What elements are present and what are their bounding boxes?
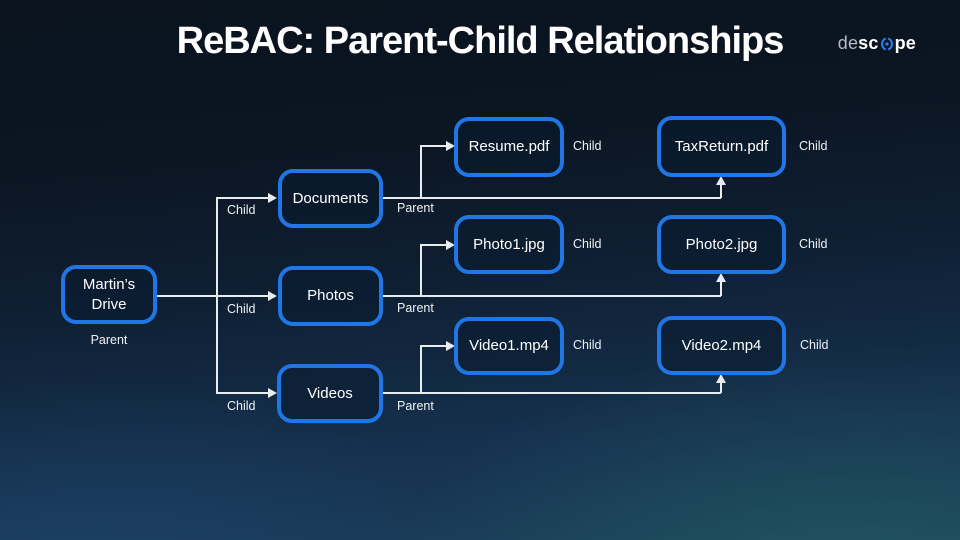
node-videos: Videos [277,364,383,423]
node-martins-drive-label: Martin’s Drive [82,276,136,313]
parent-label-photos: Parent [397,301,434,315]
node-resume-pdf-label: Resume.pdf [468,138,550,156]
arrowhead-icon [716,273,726,282]
node-photos-label: Photos [307,287,354,305]
child-label-resume: Child [573,139,602,153]
arrowhead-icon [446,141,455,151]
connector-line [420,145,446,147]
arrowhead-icon [446,341,455,351]
arrowhead-icon [268,291,277,301]
child-label-photo2: Child [799,237,828,251]
node-videos-label: Videos [307,384,353,402]
connector-line [383,295,721,297]
child-label-photo1: Child [573,237,602,251]
node-martins-drive: Martin’s Drive [61,265,157,324]
node-photo1-jpg-label: Photo1.jpg [473,235,545,253]
descope-aperture-icon [880,37,893,51]
node-documents-label: Documents [292,189,369,207]
connector-line [420,345,422,393]
connector-line [216,295,268,297]
connector-line [216,197,268,199]
node-taxreturn-pdf: TaxReturn.pdf [657,116,786,177]
child-label-taxreturn: Child [799,139,828,153]
node-photo1-jpg: Photo1.jpg [454,215,564,274]
parent-label-documents: Parent [397,201,434,215]
arrowhead-icon [446,240,455,250]
connector-line [420,244,446,246]
node-documents: Documents [278,169,383,228]
arrowhead-icon [716,176,726,185]
node-video2-mp4: Video2.mp4 [657,316,786,375]
connector-line [216,392,268,394]
child-label-video1: Child [573,338,602,352]
arrowhead-icon [716,374,726,383]
node-resume-pdf: Resume.pdf [454,117,564,177]
connector-line [420,244,422,296]
connector-line [383,392,721,394]
node-photos: Photos [278,266,383,326]
node-video2-mp4-label: Video2.mp4 [681,336,762,354]
connector-line [720,281,722,296]
connector-line [720,382,722,393]
child-label-documents: Child [227,203,256,217]
logo-text-pe: pe [894,33,916,53]
child-label-photos: Child [227,302,256,316]
child-label-video2: Child [800,338,829,352]
connector-line [420,145,422,198]
logo-text-sc: sc [858,33,879,53]
node-photo2-jpg-label: Photo2.jpg [685,235,758,253]
connector-line [420,345,446,347]
logo-text-de: de [837,33,859,53]
node-video1-mp4: Video1.mp4 [454,317,564,375]
node-video1-mp4-label: Video1.mp4 [469,337,549,355]
node-photo2-jpg: Photo2.jpg [657,215,786,274]
connector-line [156,295,217,297]
node-taxreturn-pdf-label: TaxReturn.pdf [674,137,769,155]
parent-label-root: Parent [90,333,128,347]
page-title: ReBAC: Parent-Child Relationships [176,20,785,62]
arrowhead-icon [268,388,277,398]
parent-label-videos: Parent [397,399,434,413]
arrowhead-icon [268,193,277,203]
connector-line [383,197,721,199]
child-label-videos: Child [227,399,256,413]
connector-line [720,184,722,198]
